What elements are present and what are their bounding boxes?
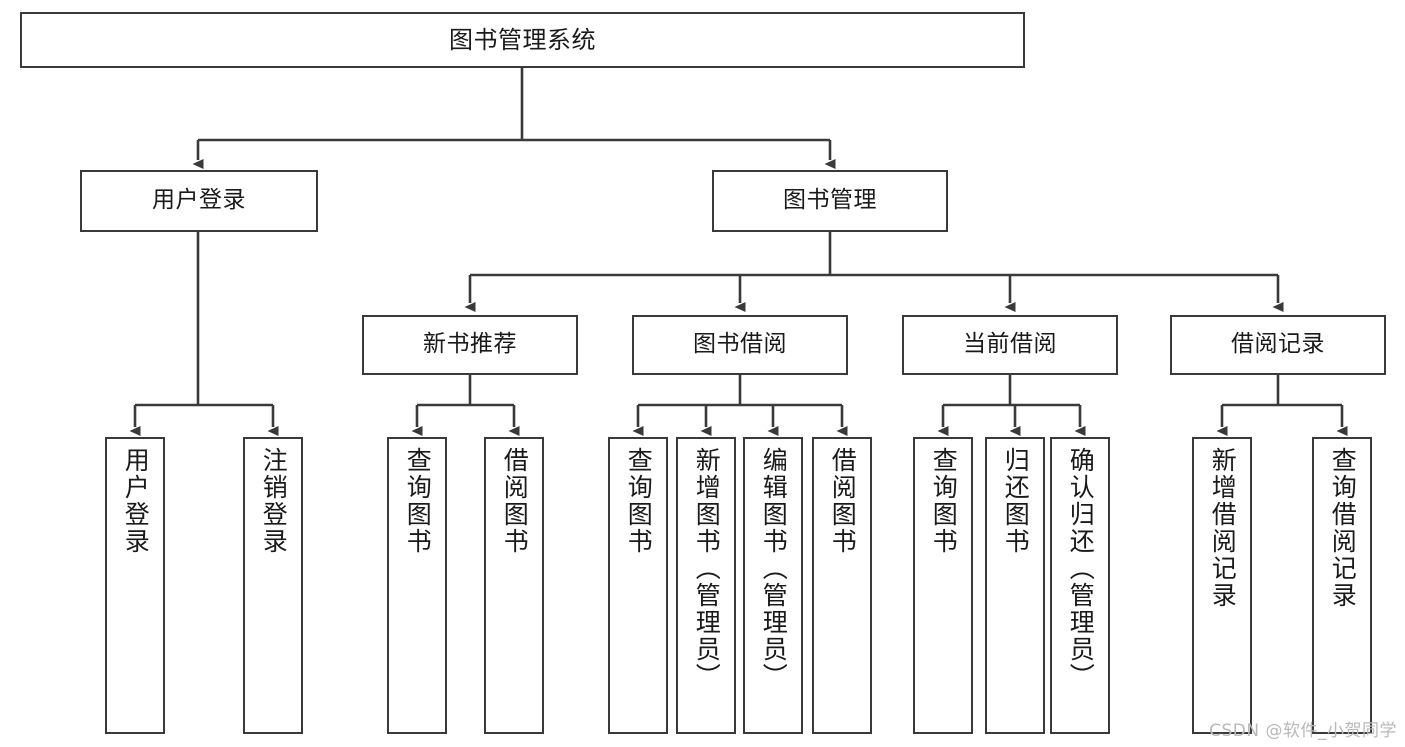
node-label: 注销登录: [259, 447, 289, 555]
node-leaf-user-login[interactable]: 用户登录: [105, 437, 165, 734]
node-leaf-borrow-book-1[interactable]: 借阅图书: [484, 437, 544, 734]
node-label: 查询图书: [624, 447, 654, 555]
node-label: 借阅图书: [500, 447, 530, 555]
node-label: 图书管理系统: [449, 25, 596, 54]
node-leaf-add-book[interactable]: 新增图书（管理员）: [676, 437, 736, 734]
node-label: 用户登录: [121, 447, 151, 555]
node-leaf-query-record[interactable]: 查询借阅记录: [1312, 437, 1372, 734]
node-label: 查询借阅记录: [1328, 447, 1358, 609]
node-leaf-query-book-3[interactable]: 查询图书: [913, 437, 973, 734]
node-label: 新增借阅记录: [1208, 447, 1238, 609]
node-book-manage[interactable]: 图书管理: [712, 170, 948, 232]
node-label: 图书管理: [783, 187, 877, 214]
node-user-login[interactable]: 用户登录: [80, 170, 318, 232]
node-label: 借阅图书: [828, 447, 858, 555]
node-label: 图书借阅: [693, 331, 787, 358]
node-label: 查询图书: [403, 447, 433, 555]
node-leaf-logout[interactable]: 注销登录: [243, 437, 303, 734]
node-label: 新书推荐: [423, 331, 517, 358]
node-root-system[interactable]: 图书管理系统: [20, 12, 1025, 68]
node-label: 查询图书: [929, 447, 959, 555]
node-leaf-query-book-1[interactable]: 查询图书: [387, 437, 447, 734]
node-label: 用户登录: [152, 187, 246, 214]
node-borrow-record[interactable]: 借阅记录: [1170, 315, 1386, 375]
watermark-text: CSDN @软件_小贺同学: [1209, 721, 1397, 741]
node-book-borrow[interactable]: 图书借阅: [632, 315, 848, 375]
node-label: 编辑图书（管理员）: [759, 447, 789, 690]
node-leaf-borrow-book-2[interactable]: 借阅图书: [812, 437, 872, 734]
node-leaf-confirm-return[interactable]: 确认归还（管理员）: [1050, 437, 1110, 734]
node-leaf-return-book[interactable]: 归还图书: [985, 437, 1045, 734]
node-label: 新增图书（管理员）: [692, 447, 722, 690]
node-current-borrow[interactable]: 当前借阅: [902, 315, 1118, 375]
node-label: 确认归还（管理员）: [1066, 447, 1096, 690]
node-label: 归还图书: [1001, 447, 1031, 555]
node-label: 借阅记录: [1231, 331, 1325, 358]
node-new-book-recommend[interactable]: 新书推荐: [362, 315, 578, 375]
node-leaf-add-record[interactable]: 新增借阅记录: [1192, 437, 1252, 734]
node-label: 当前借阅: [963, 331, 1057, 358]
node-leaf-edit-book[interactable]: 编辑图书（管理员）: [743, 437, 803, 734]
node-leaf-query-book-2[interactable]: 查询图书: [608, 437, 668, 734]
